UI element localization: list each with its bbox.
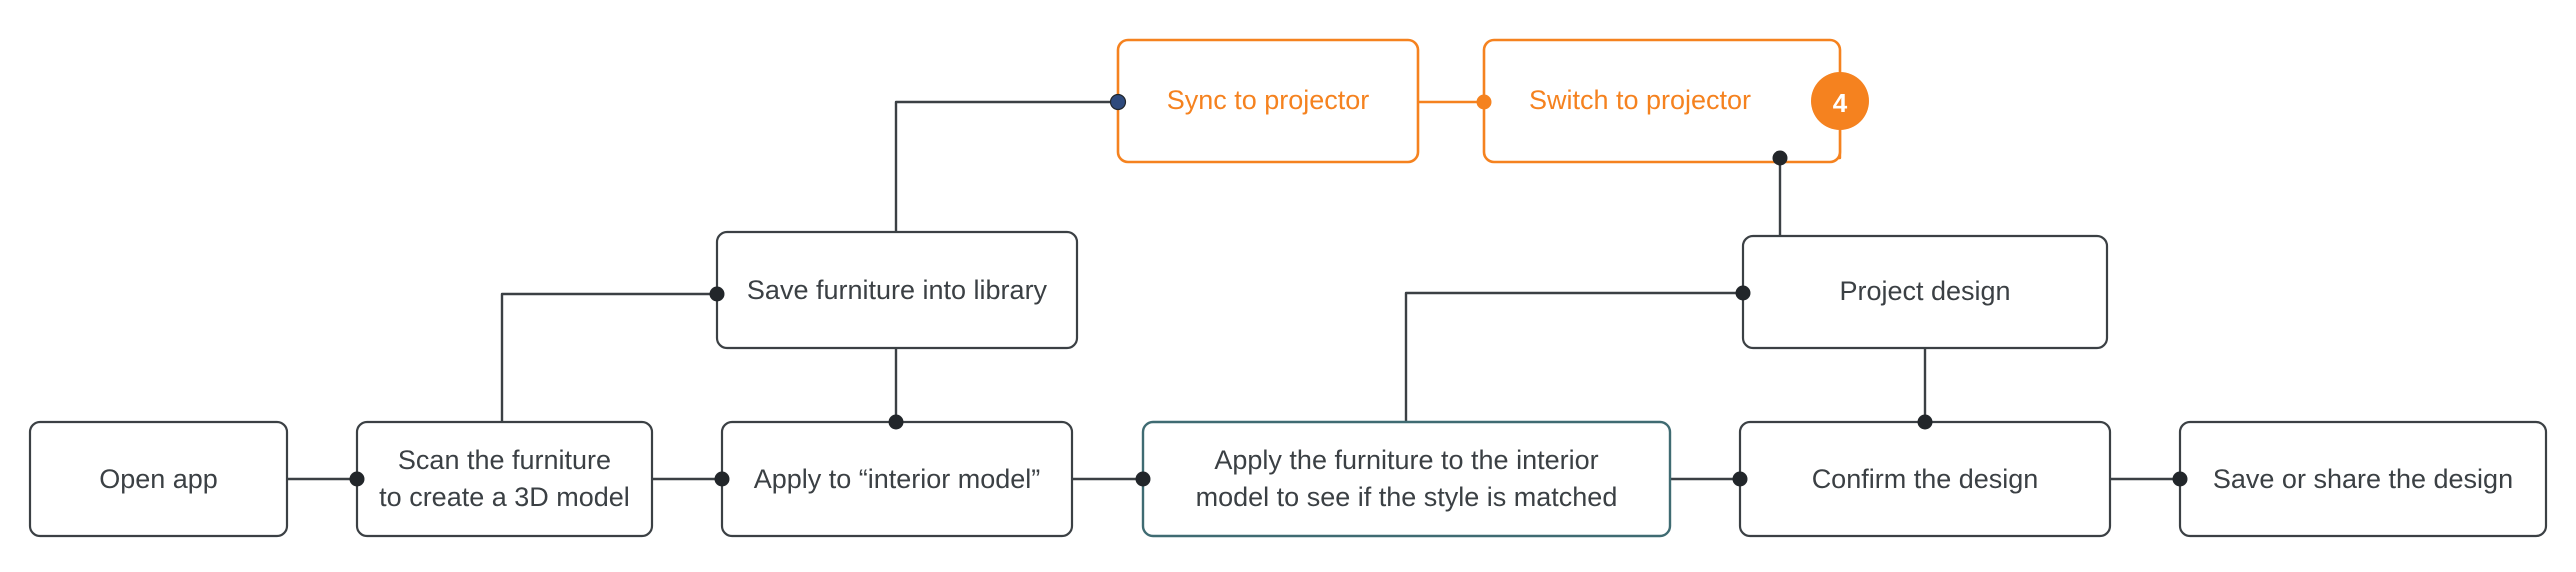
node-save-library-label: Save furniture into library xyxy=(747,275,1048,305)
node-switch-projector-label: Switch to projector xyxy=(1529,85,1751,115)
node-apply-interior[interactable]: Apply to “interior model” xyxy=(720,420,1074,538)
node-save-library[interactable]: Save furniture into library xyxy=(715,230,1079,350)
connector-dot-save-library-left xyxy=(709,286,725,302)
edge-save-library-to-sync-projector xyxy=(894,100,1118,232)
connector-dot-save-share-left xyxy=(2172,471,2188,487)
node-project-design[interactable]: Project design xyxy=(1741,234,2109,350)
connector-dot-confirm-design-top xyxy=(1917,414,1933,430)
edge-scan-furniture-to-save-library xyxy=(500,292,717,422)
node-confirm-design[interactable]: Confirm the design xyxy=(1738,420,2112,538)
node-apply-furniture-box[interactable] xyxy=(1141,420,1672,538)
connector-dot-switch-projector-left xyxy=(1476,94,1492,110)
node-sync-projector[interactable]: Sync to projector xyxy=(1116,38,1420,164)
connector-dot-scan-furniture-left xyxy=(349,471,365,487)
connector-dot-apply-interior-top xyxy=(888,414,904,430)
node-switch-projector[interactable]: Switch to projector xyxy=(1482,38,1842,164)
connector-dot-apply-furniture-left xyxy=(1135,471,1151,487)
node-scan-furniture-box[interactable] xyxy=(355,420,654,538)
step-badge[interactable]: 4 xyxy=(1811,72,1869,130)
node-apply-furniture[interactable]: Apply the furniture to the interior mode… xyxy=(1141,420,1672,538)
node-scan-furniture[interactable]: Scan the furniture to create a 3D model xyxy=(355,420,654,538)
edge-apply-furniture-to-project-design xyxy=(1404,291,1743,422)
node-confirm-design-label: Confirm the design xyxy=(1812,464,2039,494)
connector-dot-apply-interior-left xyxy=(714,471,730,487)
edge-layer xyxy=(287,100,2180,481)
step-badge-circle[interactable] xyxy=(1811,72,1869,130)
node-open-app-label: Open app xyxy=(99,464,218,494)
connector-dot-project-design-left xyxy=(1735,285,1751,301)
node-apply-furniture-label-line2: model to see if the style is matched xyxy=(1196,482,1618,512)
connector-dot-sync-projector-left xyxy=(1109,93,1127,111)
node-open-app[interactable]: Open app xyxy=(28,420,289,538)
node-project-design-label: Project design xyxy=(1839,276,2010,306)
node-sync-projector-label: Sync to projector xyxy=(1167,85,1370,115)
step-badge-label: 4 xyxy=(1833,88,1848,118)
node-save-share-label: Save or share the design xyxy=(2213,464,2513,494)
node-open-app-box[interactable] xyxy=(28,420,289,538)
node-scan-furniture-label-line2: to create a 3D model xyxy=(379,482,630,512)
node-apply-interior-label: Apply to “interior model” xyxy=(754,464,1041,494)
node-save-share[interactable]: Save or share the design xyxy=(2178,420,2548,538)
node-scan-furniture-label-line1: Scan the furniture xyxy=(398,445,611,475)
connector-dot-layer xyxy=(349,93,2188,487)
connector-dot-switch-projector-bottom xyxy=(1772,150,1788,166)
connector-dot-confirm-design-left xyxy=(1732,471,1748,487)
node-apply-furniture-label-line1: Apply the furniture to the interior xyxy=(1214,445,1598,475)
